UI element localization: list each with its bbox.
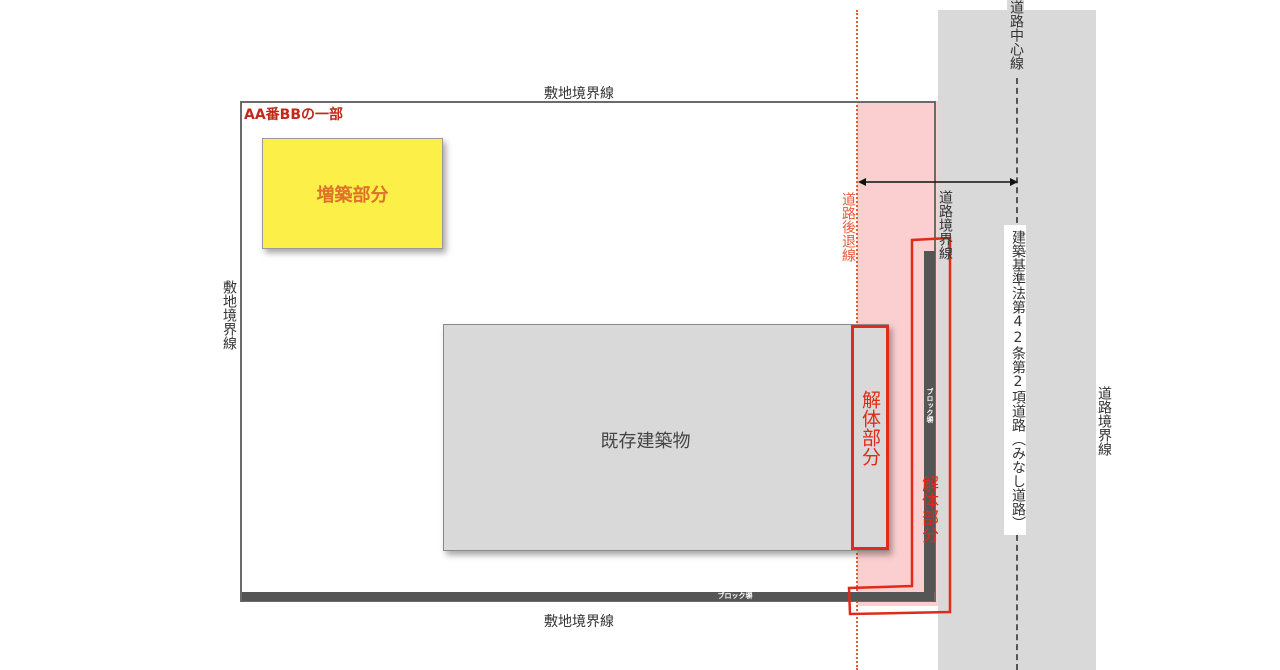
- setback-line-label: 道路後退線: [840, 192, 856, 262]
- setback-dimension-arrow: [858, 178, 1018, 186]
- parcel-label: AA番BBの一部: [244, 107, 344, 123]
- lot-boundary: [240, 101, 936, 602]
- block-wall-bottom: [242, 592, 934, 601]
- demolition-building-label: 解体部分: [859, 390, 881, 466]
- lot-boundary-label-bottom: 敷地境界線: [544, 614, 614, 630]
- lot-boundary-label-top: 敷地境界線: [544, 86, 614, 102]
- road-center-line-label: 道路中心線: [1007, 0, 1024, 70]
- block-wall-right: [924, 251, 935, 592]
- extension-building: [262, 138, 443, 249]
- existing-building-label: 既存建築物: [600, 431, 691, 452]
- road-boundary-label-inner: 道路境界線: [937, 190, 953, 260]
- demolition-wall-label: 解体部分: [918, 475, 938, 543]
- extension-label: 増築部分: [316, 185, 389, 206]
- road-type-label: 建築基準法第42条第2項道路（みなし道路）: [1004, 225, 1026, 535]
- demolition-building-outline: [851, 325, 889, 550]
- block-wall-right-label: ブロック塀: [926, 388, 934, 423]
- road-boundary-label-outer: 道路境界線: [1096, 386, 1112, 456]
- lot-boundary-label-left: 敷地境界線: [221, 280, 237, 350]
- demolition-wall-outline: [847, 236, 952, 616]
- block-wall-bottom-label: ブロック塀: [717, 592, 753, 600]
- existing-building: [443, 324, 889, 551]
